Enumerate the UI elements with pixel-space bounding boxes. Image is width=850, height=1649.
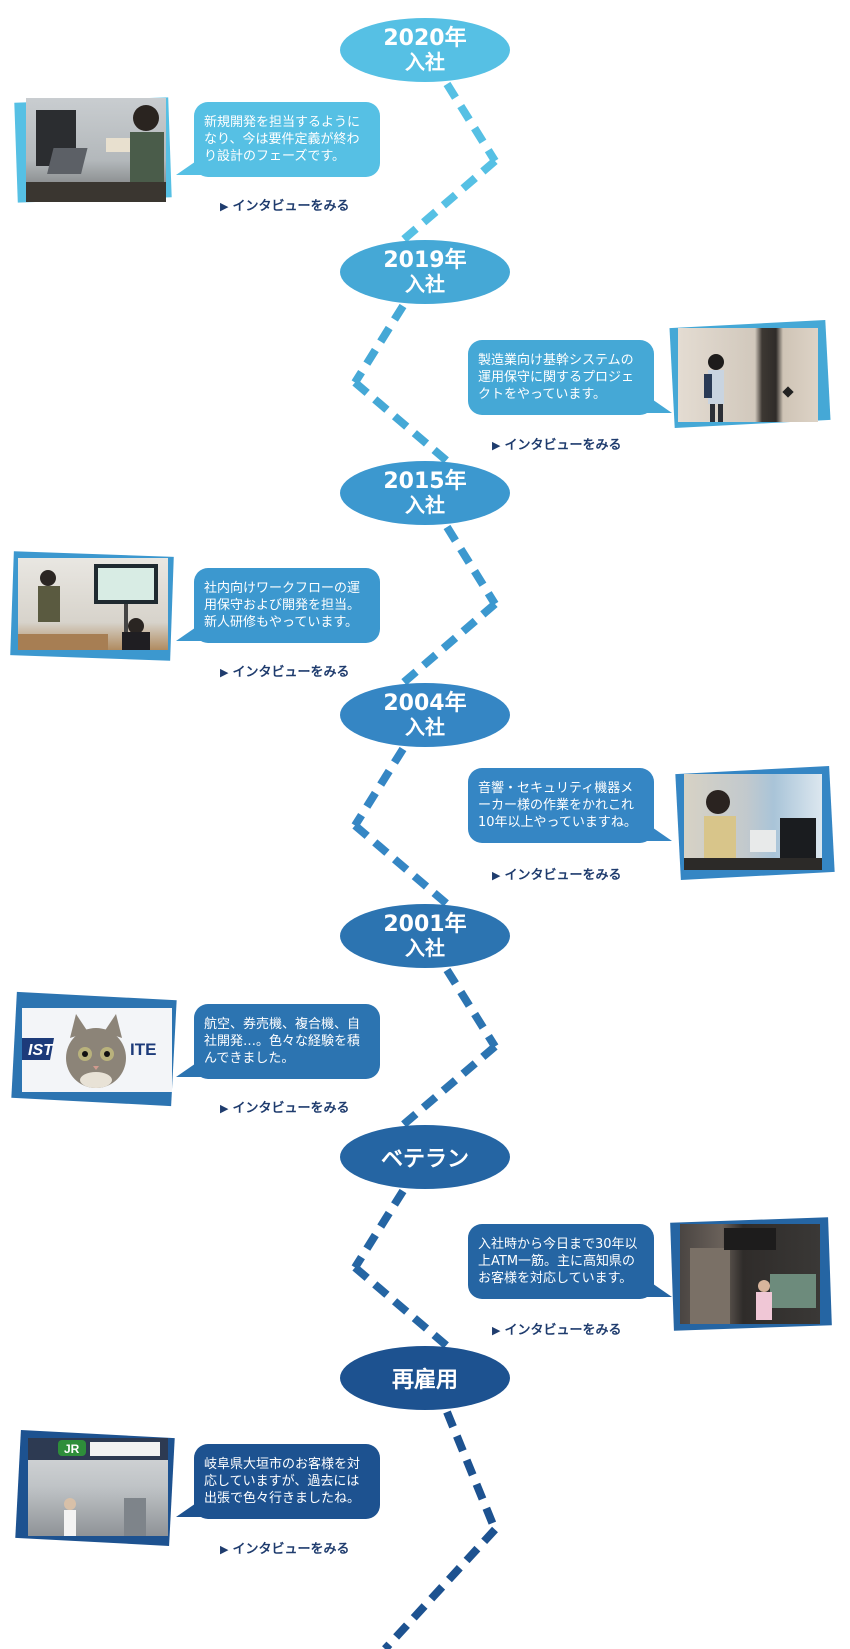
entry-text: 新規開発を担当するようになり、今は要件定義が終わり設計のフェーズです。 (204, 115, 361, 164)
entry-text: 製造業向け基幹システムの運用保守に関するプロジェクトをやっています。 (478, 353, 635, 402)
presentation-meeting-icon (18, 564, 158, 650)
entry-bubble: 岐阜県大垣市のお客様を対応していますが、過去には出張で色々行きましたね。 (176, 1444, 380, 1519)
milestone-label: 入社 (405, 715, 445, 739)
interview-link[interactable]: ▶インタビューをみる (220, 199, 350, 214)
play-triangle-icon: ▶ (220, 200, 229, 213)
office-laptop-icon (26, 105, 166, 202)
person-at-desk-icon (684, 790, 822, 870)
photo-hallway[interactable] (669, 319, 831, 430)
milestone-2001: 2001年 入社 (340, 904, 510, 968)
interview-link[interactable]: ▶インタビューをみる (492, 868, 622, 883)
timeline-path-segment (400, 600, 498, 687)
timeline-path-segment (352, 379, 450, 465)
play-triangle-icon: ▶ (492, 1324, 501, 1337)
entry-bubble: 入社時から今日まで30年以上ATM一筋。主に高知県のお客様を対応しています。 (468, 1224, 672, 1299)
milestone-year: 2004年 (383, 691, 467, 716)
entry-bubble: 航空、券売機、複合機、自社開発…。色々な経験を積んできました。 (176, 1004, 380, 1079)
entry-text: 航空、券売機、複合機、自社開発…。色々な経験を積んできました。 (204, 1017, 361, 1066)
timeline-path-segment (443, 524, 499, 607)
entry-bubble: 新規開発を担当するようになり、今は要件定義が終わり設計のフェーズです。 (176, 102, 380, 177)
cat-mascot-icon: IST ITE (22, 1014, 156, 1088)
cat-logo-text: IST (28, 1042, 54, 1059)
entry-bubble: 社内向けワークフローの運用保守および開発を担当。新人研修もやっています。 (176, 568, 380, 643)
milestone-reemployment: 再雇用 (340, 1346, 510, 1410)
entry-text: 音響・セキュリティ機器メーカー様の作業をかれこれ10年以上やっていますね。 (478, 781, 637, 830)
milestone-2004: 2004年 入社 (340, 683, 510, 747)
photo-cat-logo[interactable]: IST ITE (11, 990, 180, 1110)
entry-bubble: 製造業向け基幹システムの運用保守に関するプロジェクトをやっています。 (468, 340, 672, 415)
entry-bubble: 音響・セキュリティ機器メーカー様の作業をかれこれ10年以上やっていますね。 (468, 768, 672, 843)
entry-text: 入社時から今日まで30年以上ATM一筋。主に高知県のお客様を対応しています。 (478, 1237, 638, 1286)
milestone-label: ベテラン (380, 1147, 469, 1172)
station-sign-text: JR (64, 1442, 80, 1456)
timeline-path-segment (352, 822, 450, 908)
timeline-path-segment (351, 303, 407, 385)
photo-desk[interactable] (675, 766, 836, 882)
person-in-hallway-icon (704, 354, 794, 422)
timeline-path-segment (352, 1264, 450, 1350)
interview-link[interactable]: ▶インタビューをみる (220, 665, 350, 680)
play-triangle-icon: ▶ (492, 439, 501, 452)
milestone-year: 2019年 (383, 248, 467, 273)
milestone-label: 入社 (405, 272, 445, 296)
photo-meeting[interactable] (10, 550, 178, 662)
timeline-path-segment (443, 967, 499, 1049)
milestone-2020: 2020年 入社 (340, 18, 510, 82)
entry-text: 岐阜県大垣市のお客様を対応していますが、過去には出張で色々行きましたね。 (204, 1457, 361, 1506)
station-concourse-icon: JR (28, 1438, 168, 1536)
milestone-2019: 2019年 入社 (340, 240, 510, 304)
timeline-path-segment (443, 1410, 499, 1532)
milestone-year: 2015年 (383, 469, 467, 494)
play-triangle-icon: ▶ (492, 869, 501, 882)
interview-link[interactable]: ▶インタビューをみる (492, 1323, 622, 1338)
entrance-person-icon (690, 1228, 816, 1324)
milestone-label: 入社 (405, 493, 445, 517)
photo-station[interactable]: JR (15, 1428, 178, 1550)
milestone-label: 入社 (405, 50, 445, 74)
timeline-path-segment (382, 1526, 498, 1649)
timeline-path-segment (400, 157, 498, 244)
interview-link[interactable]: ▶インタビューをみる (220, 1101, 350, 1116)
interview-link[interactable]: ▶インタビューをみる (220, 1542, 350, 1557)
milestone-label: 入社 (405, 936, 445, 960)
photo-office-laptop[interactable] (14, 96, 176, 206)
cat-logo-tail-text: ITE (130, 1040, 156, 1059)
timeline-path-segment (400, 1043, 498, 1129)
timeline-path-segment (351, 746, 407, 828)
entry-text: 社内向けワークフローの運用保守および開発を担当。新人研修もやっています。 (204, 581, 361, 630)
interview-link[interactable]: ▶インタビューをみる (492, 438, 622, 453)
milestone-year: 2020年 (383, 26, 467, 51)
timeline-path-segment (443, 81, 499, 164)
milestone-year: 2001年 (383, 912, 467, 937)
timeline-path-segment (351, 1188, 407, 1270)
photo-building-entrance[interactable] (670, 1216, 834, 1336)
play-triangle-icon: ▶ (220, 1102, 229, 1115)
milestone-2015: 2015年 入社 (340, 461, 510, 525)
play-triangle-icon: ▶ (220, 666, 229, 679)
play-triangle-icon: ▶ (220, 1543, 229, 1556)
milestone-label: 再雇用 (391, 1368, 458, 1393)
milestone-veteran: ベテラン (340, 1125, 510, 1189)
